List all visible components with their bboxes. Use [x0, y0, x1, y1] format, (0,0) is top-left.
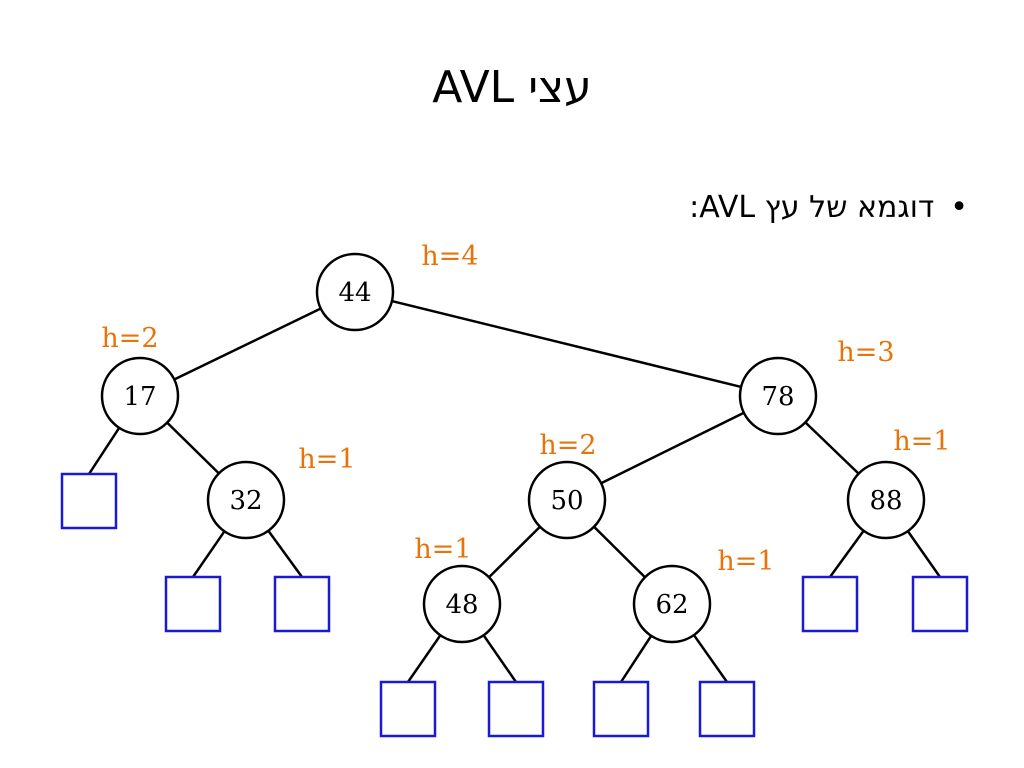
node-circle	[738, 356, 818, 436]
node-key: 44	[338, 278, 371, 308]
tree-node-78: 78	[738, 356, 818, 436]
tree-node-48: 48	[422, 564, 502, 644]
tree-edge	[166, 421, 220, 475]
height-label: h=1	[298, 444, 355, 475]
external-leaf-node	[273, 575, 331, 633]
tree-edge	[391, 299, 742, 389]
node-circle	[315, 252, 395, 332]
height-label: h=4	[421, 241, 478, 272]
tree-edge	[267, 529, 304, 578]
node-circle	[632, 564, 712, 644]
tree-edge	[406, 634, 442, 683]
node-circle	[422, 564, 502, 644]
height-label: h=1	[717, 546, 774, 577]
height-label: h=2	[101, 323, 158, 354]
tree-edge	[593, 525, 646, 579]
tree-node-62: 62	[632, 564, 712, 644]
node-circle	[527, 460, 607, 540]
node-key: 88	[869, 486, 902, 516]
tree-edge	[619, 635, 653, 683]
bullet-dot-icon: •	[950, 190, 968, 225]
tree-edge	[906, 530, 942, 578]
tree-node-50: 50	[527, 460, 607, 540]
bullet-item: • דוגמא של עץ AVL:	[689, 190, 968, 225]
tree-node-17: 17	[100, 356, 180, 436]
slide-title: עצי AVL	[432, 62, 592, 113]
external-leaf-node	[911, 575, 969, 633]
tree-node-32: 32	[206, 460, 286, 540]
height-label: h=2	[539, 430, 596, 461]
tree-edge	[87, 427, 121, 475]
node-key: 78	[761, 382, 794, 412]
tree-edge	[828, 529, 865, 578]
node-circle	[100, 356, 180, 436]
height-label: h=1	[893, 426, 950, 457]
external-leaf-node	[698, 680, 756, 738]
node-circle	[206, 460, 286, 540]
external-leaf-node	[592, 680, 650, 738]
tree-node-88: 88	[846, 460, 926, 540]
tree-edge	[482, 634, 518, 683]
tree-edge	[191, 530, 226, 578]
tree-edge	[804, 421, 860, 475]
node-key: 32	[229, 486, 262, 516]
external-leaf-node	[164, 575, 222, 633]
external-leaf-node	[801, 575, 859, 633]
height-label: h=3	[837, 337, 894, 368]
tree-edge	[600, 411, 745, 485]
node-circle	[846, 460, 926, 540]
tree-edge	[692, 634, 729, 683]
tree-leaves	[60, 472, 969, 738]
tree-edges	[87, 299, 942, 683]
node-key: 48	[445, 590, 478, 620]
tree-edge	[488, 525, 541, 579]
node-key: 62	[655, 590, 688, 620]
tree-nodes: 44 17 78 32 50 88 48 62	[100, 252, 926, 644]
node-key: 17	[123, 382, 156, 412]
height-labels: h=4 h=2 h=3 h=1 h=2 h=1 h=1 h=1	[101, 241, 950, 577]
external-leaf-node	[60, 472, 118, 530]
height-label: h=1	[414, 534, 471, 565]
node-key: 50	[550, 486, 583, 516]
external-leaf-node	[487, 680, 545, 738]
bullet-text: דוגמא של עץ AVL:	[689, 190, 935, 225]
tree-edge	[173, 307, 322, 381]
external-leaf-node	[379, 680, 437, 738]
tree-node-44: 44	[315, 252, 395, 332]
